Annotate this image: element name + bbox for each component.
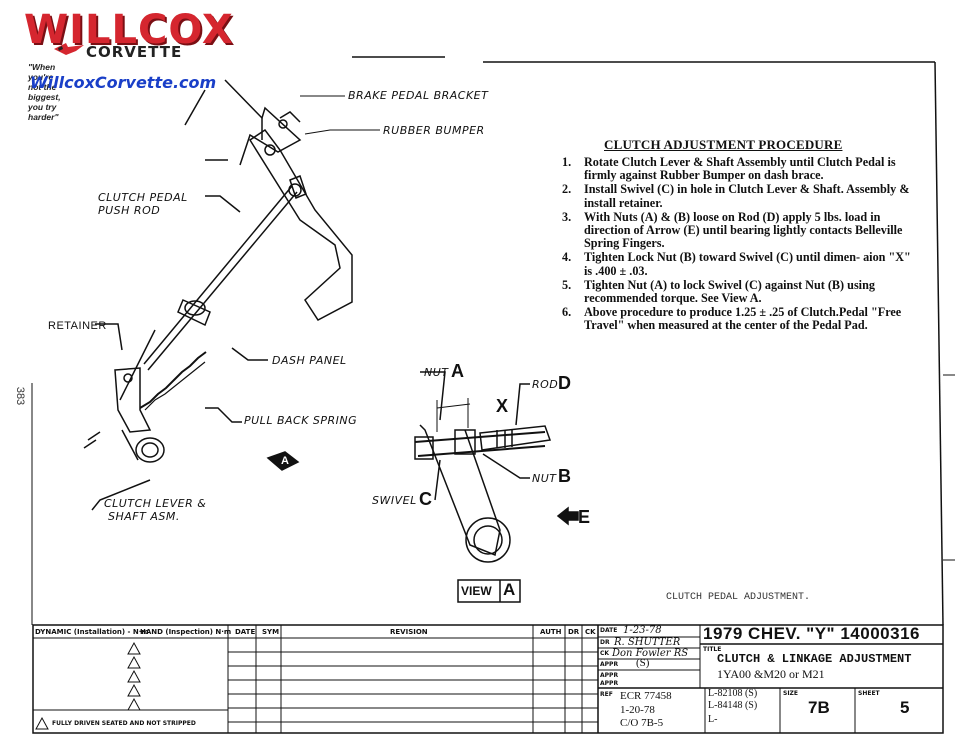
tb-date-value: 1-23-78	[623, 625, 662, 636]
procedure-step: 5.Tighten Nut (A) to lock Swivel (C) aga…	[562, 277, 875, 306]
tb-col-revision: REVISION	[390, 628, 428, 636]
view-a-marker: A	[281, 455, 289, 467]
procedure-step: 3.With Nuts (A) & (B) loose on Rod (D) a…	[562, 209, 903, 251]
label-push-rod: PUSH ROD	[98, 204, 161, 217]
tb-title-line-2: 1YA00 &M20 or M21	[717, 667, 825, 681]
tb-sheet-value: 5	[900, 698, 910, 717]
tb-model-number: 1979 CHEV. "Y" 14000316	[703, 624, 920, 643]
label-swivel-c: SWIVEL	[372, 494, 417, 507]
tb-num-2: L-84148 (S)	[708, 700, 758, 711]
label-brake-pedal-bracket: BRAKE PEDAL BRACKET	[348, 89, 489, 102]
tb-ref-date: 1-20-78	[620, 704, 655, 716]
tb-fully-driven: FULLY DRIVEN SEATED AND NOT STRIPPED	[52, 720, 196, 727]
tb-appr-label-3: APPR	[600, 680, 619, 687]
tb-ref-ecr: ECR 77458	[620, 690, 672, 702]
label-nut-a-letter: A	[451, 361, 464, 381]
tb-col-hand: HAND (Inspection) N·m	[140, 628, 232, 636]
tb-ref-co: C/O 7B-5	[620, 717, 664, 729]
logo-tagline: "When you're not the biggest, you try ha…	[28, 62, 61, 122]
procedure-step: 2.Install Swivel (C) in hole in Clutch L…	[562, 182, 910, 210]
procedure-step: 1.Rotate Clutch Lever & Shaft Assembly u…	[562, 155, 896, 183]
label-nut-b: NUT	[532, 472, 557, 485]
tb-num-3: L-	[708, 714, 718, 725]
tb-date-label: DATE	[600, 627, 618, 634]
label-nut-b-letter: B	[558, 466, 571, 486]
tb-size-label: SIZE	[783, 690, 799, 697]
tb-ref-label: REF	[600, 691, 613, 698]
tb-title-label: TITLE	[703, 646, 722, 653]
label-shaft-asm: SHAFT ASM.	[108, 510, 180, 523]
procedure-step: 4.Tighten Lock Nut (B) toward Swivel (C)…	[562, 250, 911, 278]
logo-wordmark: WILLCOX	[24, 7, 234, 53]
label-dimension-x: X	[496, 396, 509, 416]
procedure-steps: 1.Rotate Clutch Lever & Shaft Assembly u…	[562, 155, 918, 333]
logo-corvette: CORVETTE	[86, 43, 183, 61]
tb-col-dynamic: DYNAMIC (Installation) - N·m	[35, 628, 149, 636]
label-dash-panel: DASH PANEL	[272, 354, 347, 367]
page-number: 383	[14, 386, 27, 406]
tb-dr-label: DR	[600, 639, 610, 646]
label-rod-d-letter: D	[558, 373, 571, 393]
view-letter: A	[503, 580, 516, 599]
checkered-flag-icon	[54, 43, 84, 55]
label-rubber-bumper: RUBBER BUMPER	[383, 124, 485, 137]
tb-size-value: 7B	[808, 698, 830, 717]
procedure-title: CLUTCH ADJUSTMENT PROCEDURE	[604, 137, 843, 152]
tb-appr-label-2: APPR	[600, 672, 619, 679]
tb-col-sym: SYM	[262, 628, 280, 636]
label-swivel-c-letter: C	[419, 489, 432, 509]
tb-appr-value: (S)	[636, 657, 650, 669]
label-pull-back-spring: PULL BACK SPRING	[244, 414, 358, 427]
tb-col-ck: CK	[585, 628, 596, 636]
label-arrow-e: E	[578, 507, 591, 527]
tb-sheet-label: SHEET	[858, 690, 880, 697]
tb-appr-label: APPR	[600, 661, 619, 668]
label-nut-a: NUT	[424, 366, 449, 379]
tb-col-dr: DR	[568, 628, 580, 636]
tb-ck-value: Don Fowler RS	[612, 648, 689, 659]
label-clutch-lever: CLUTCH LEVER &	[104, 497, 207, 510]
label-retainer: RETAINER	[48, 320, 107, 332]
drawing-caption: CLUTCH PEDAL ADJUSTMENT.	[666, 592, 811, 603]
tb-ck-label: CK	[600, 650, 610, 657]
label-clutch-pedal: CLUTCH PEDAL	[98, 191, 188, 204]
tb-dr-value: R. SHUTTER	[614, 637, 681, 648]
tb-title-line-1: CLUTCH & LINKAGE ADJUSTMENT	[717, 652, 912, 666]
tb-col-date: DATE	[235, 628, 256, 636]
website-link[interactable]: WillcoxCorvette.com	[30, 73, 217, 92]
tb-col-auth: AUTH	[540, 628, 562, 636]
label-rod-d: ROD	[532, 378, 559, 391]
view-label: VIEW	[461, 584, 492, 598]
procedure-step: 6.Above procedure to produce 1.25 ± .25 …	[562, 304, 902, 333]
tb-num-1: L-82108 (S)	[708, 688, 758, 699]
